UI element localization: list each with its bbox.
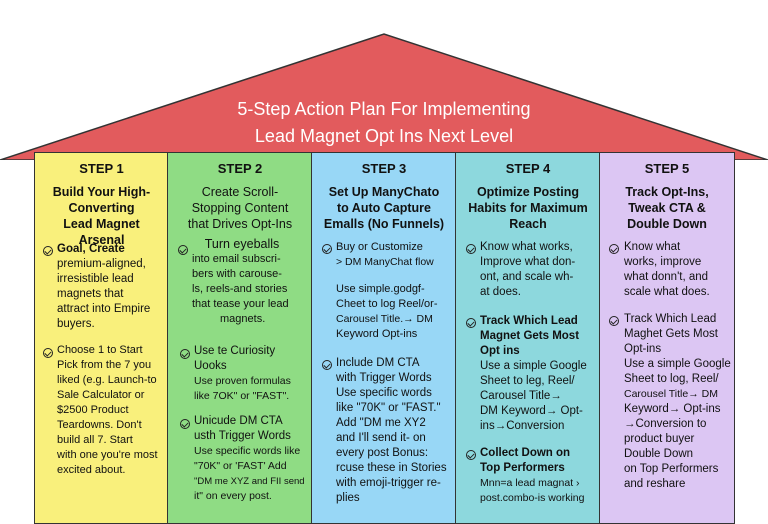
step-2-item-3: Unicude DM CTA usth Trigger Words Use sp… [194,415,305,502]
step-5-item-1: Know what works, improve what donn't, an… [624,241,710,298]
roof-triangle [0,33,768,160]
step-2-column: STEP 2 Create Scroll- Stopping Content t… [167,152,313,524]
check-circle-icon [180,349,190,359]
step-3-item-2: Include DM CTA with Trigger Words Use sp… [336,357,447,504]
check-circle-icon [322,360,332,370]
step-3-label: STEP 3 [361,161,407,176]
check-circle-icon [43,348,53,358]
step-1-heading: Build Your High- Converting Lead Magnet … [52,185,151,247]
check-circle-icon [466,318,476,328]
step-5-item-2: Track Which Lead Maghet Gets Most Opt-in… [624,313,731,490]
check-circle-icon [322,244,332,254]
step-3-heading: Set Up ManyChato to Auto Capture Emalls … [323,185,445,231]
check-circle-icon [43,246,53,256]
step-1-item-2: Choose 1 to Start Pick from the 7 you li… [57,344,158,476]
check-circle-icon [180,419,190,429]
step-4-label: STEP 4 [505,161,551,176]
step-5-heading: Track Opt-Ins, Tweak CTA & Double Down [625,185,709,231]
step-2-label: STEP 2 [217,161,263,176]
check-circle-icon [466,244,476,254]
step-1-item-1: Goal, Create premium-aligned, irresistib… [57,243,151,330]
step-2-item-1: Turn eyeballs into email subscri- bers w… [192,237,289,325]
step-5-label: STEP 5 [644,161,690,176]
step-4-heading: Optimize Posting Habits for Maximum Reac… [468,185,588,231]
step-4-item-2: Track Which Lead Magnet Gets Most Opt in… [480,315,587,432]
step-4-item-1: Know what works, Improve what don- ont, … [480,241,576,298]
step-4-column: STEP 4 Optimize Posting Habits for Maxim… [455,152,601,524]
step-2-heading: Create Scroll- Stopping Content that Dri… [187,185,293,231]
step-5-column: STEP 5 Track Opt-Ins, Tweak CTA & Double… [599,152,735,524]
check-circle-icon [466,450,476,460]
page-title-line-2: Lead Magnet Opt Ins Next Level [254,126,514,146]
roof-banner [0,33,768,160]
page-title-line-1: 5-Step Action Plan For Implementing [237,99,531,119]
step-1-column: STEP 1 Build Your High- Converting Lead … [34,152,169,524]
step-4-item-3: Collect Down on Top Performers Mnn=a lea… [480,447,585,504]
check-circle-icon [609,316,619,326]
check-circle-icon [178,245,188,255]
step-3-column: STEP 3 Set Up ManyChato to Auto Capture … [311,152,457,524]
check-circle-icon [609,244,619,254]
step-1-label: STEP 1 [79,161,124,176]
step-2-item-2: Use te Curiosity Uooks Use proven formul… [194,345,291,402]
step-3-item-1: Buy or Customize > DM ManyChat flow Use … [336,241,438,340]
